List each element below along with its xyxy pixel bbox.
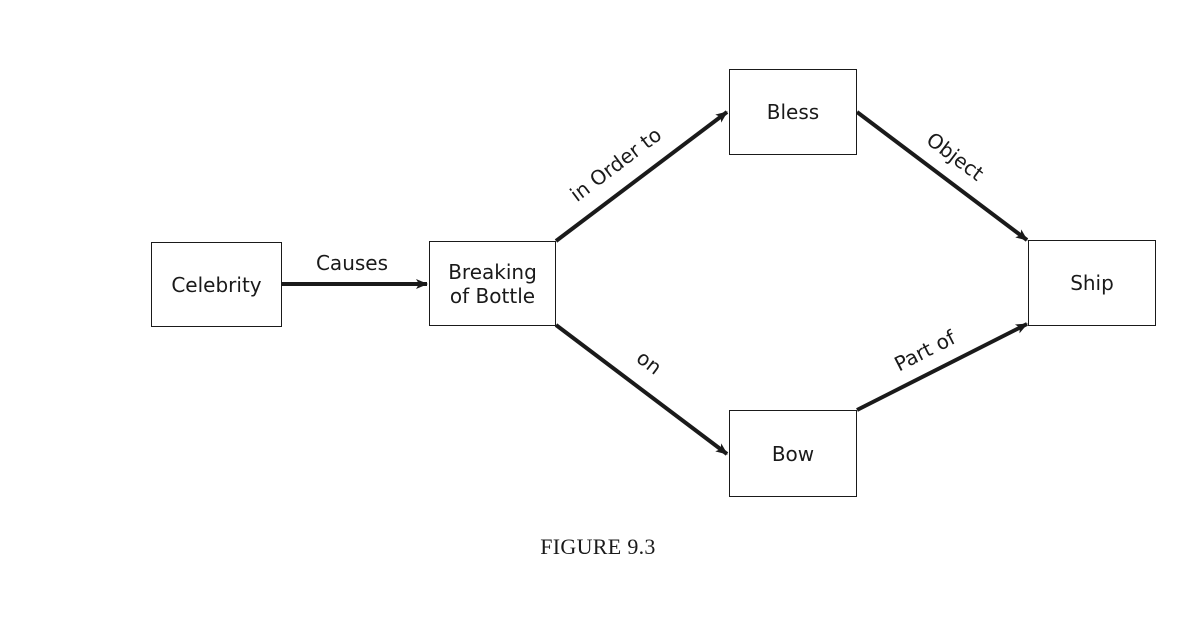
edge-label-on: on [632, 345, 666, 379]
node-label-ship: Ship [1070, 271, 1114, 295]
edge-label-object: Object [922, 127, 989, 185]
edge-in-order-to [554, 110, 729, 243]
node-label-breaking-of-bottle: Breaking of Bottle [448, 259, 537, 308]
node-bow: Bow [729, 410, 857, 497]
node-bless: Bless [729, 69, 857, 155]
edge-label-causes: Causes [316, 251, 388, 275]
edge-object [855, 110, 1029, 242]
edge-part-of [856, 322, 1028, 412]
node-label-bless: Bless [766, 100, 820, 124]
node-celebrity: Celebrity [151, 242, 282, 327]
edge-label-part-of: Part of [890, 325, 960, 376]
node-label-celebrity: Celebrity [171, 272, 262, 297]
node-label-bow: Bow [771, 441, 815, 466]
node-ship: Ship [1028, 240, 1156, 326]
node-breaking-of-bottle: Breaking of Bottle [429, 241, 556, 326]
figure-caption: FIGURE 9.3 [540, 534, 656, 559]
edge-on [554, 323, 729, 456]
